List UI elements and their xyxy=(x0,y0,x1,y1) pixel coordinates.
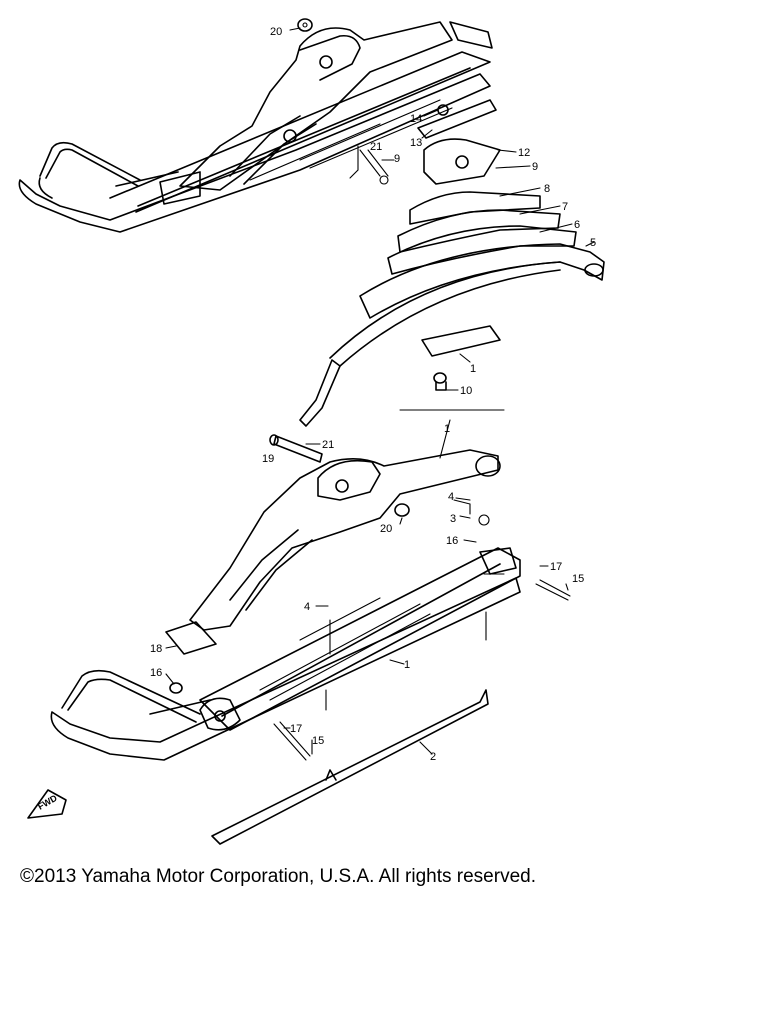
callout-12: 12 xyxy=(518,147,530,159)
ski-bottom xyxy=(50,499,571,761)
callout-9: 9 xyxy=(532,161,538,173)
callout-20: 20 xyxy=(270,26,282,38)
callout-5: 5 xyxy=(590,237,596,249)
callout-21: 21 xyxy=(322,439,334,451)
callout-1: 1 xyxy=(404,659,410,671)
fwd-arrow-icon: FWD xyxy=(27,789,67,819)
callout-15: 15 xyxy=(312,735,324,747)
callout-3: 3 xyxy=(450,513,456,525)
svg-text:FWD: FWD xyxy=(36,793,59,812)
callout-labels: 20 14 13 21 9 12 9 8 7 6 5 1 10 19 21 1 … xyxy=(150,26,596,763)
ski-assembly-exploded-diagram: FWD 20 14 13 21 xyxy=(18,18,605,845)
callout-8: 8 xyxy=(544,183,550,195)
callout-21: 21 xyxy=(370,141,382,153)
callout-leaders xyxy=(165,27,595,755)
callout-17: 17 xyxy=(550,561,562,573)
callout-6: 6 xyxy=(574,219,580,231)
wear-bar xyxy=(211,689,489,845)
callout-18: 18 xyxy=(150,643,162,655)
assembled-ski-top xyxy=(18,18,493,233)
callout-10: 10 xyxy=(460,385,472,397)
callout-15: 15 xyxy=(572,573,584,585)
callout-1: 1 xyxy=(444,423,450,435)
callout-16: 16 xyxy=(150,667,162,679)
copyright-notice: ©2013 Yamaha Motor Corporation, U.S.A. A… xyxy=(20,866,536,887)
callout-2: 2 xyxy=(430,751,436,763)
callout-17: 17 xyxy=(290,723,302,735)
spring-saddle-assembly xyxy=(189,434,501,631)
callout-20: 20 xyxy=(380,523,392,535)
callout-13: 13 xyxy=(410,137,422,149)
leaf-spring-stack xyxy=(299,99,605,459)
callout-9: 9 xyxy=(394,153,400,165)
callout-4: 4 xyxy=(448,491,454,503)
callout-7: 7 xyxy=(562,201,568,213)
callout-16: 16 xyxy=(446,535,458,547)
callout-1: 1 xyxy=(470,363,476,375)
callout-19: 19 xyxy=(262,453,274,465)
callout-14: 14 xyxy=(410,113,422,125)
callout-4: 4 xyxy=(304,601,310,613)
